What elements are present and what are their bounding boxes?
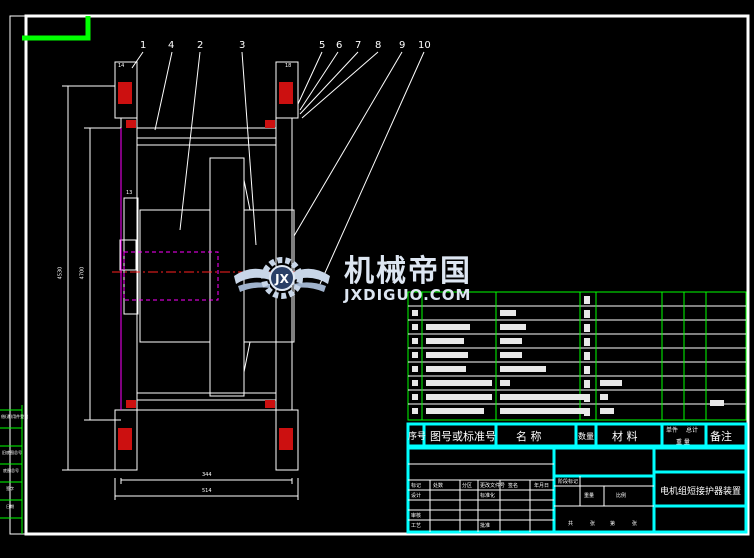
label-count: 处数: [433, 483, 444, 489]
header-material: 材 料: [612, 430, 638, 443]
gear-wings-icon: JX: [234, 257, 330, 299]
callout-1: 1: [140, 40, 147, 51]
parts-list: [407, 291, 747, 421]
side-label-5: 日期: [6, 504, 14, 509]
side-registration-column: [0, 405, 23, 534]
dim-left-mid: 13: [126, 190, 133, 196]
label-sign: 签名: [508, 483, 519, 489]
header-total: 总计: [686, 427, 699, 434]
title-block-grid: [408, 463, 654, 532]
watermark-en: JXDIGUO.COM: [344, 286, 472, 304]
side-label-4: 签字: [6, 486, 14, 491]
corner-marker: [22, 16, 91, 41]
label-scale: 比例: [616, 493, 627, 499]
label-weight: 重量: [584, 493, 595, 499]
label-review: 审核: [411, 513, 422, 519]
title-block-header-row: [406, 422, 748, 448]
label-sheet-unit-2: 张: [632, 521, 638, 527]
label-standard: 标准化: [480, 493, 496, 499]
callout-4: 4: [168, 40, 175, 51]
callout-3: 3: [239, 40, 246, 51]
label-sheet-no: 第: [610, 521, 616, 527]
callout-5: 5: [319, 40, 326, 51]
label-sheet-total: 共: [568, 521, 574, 527]
label-approve: 批准: [480, 523, 491, 529]
callout-2: 2: [197, 40, 204, 51]
label-sheet-unit-1: 张: [590, 521, 596, 527]
callout-9: 9: [399, 40, 406, 51]
side-label-2: 旧底图总号: [2, 450, 22, 455]
callout-10: 10: [418, 40, 431, 51]
label-stage: 阶段标记: [558, 479, 579, 485]
dim-bottom-inner: 344: [202, 472, 212, 478]
dim-bottom-outer: 514: [202, 488, 212, 494]
label-change-doc: 更改文件号: [480, 483, 506, 489]
side-label-3: 底图总号: [3, 468, 19, 473]
drawing-title: 电机组短接护器装置: [660, 487, 742, 497]
svg-text:JX: JX: [274, 272, 289, 286]
parts-list-entries: [412, 296, 724, 416]
dim-vertical-outer: 4530: [57, 266, 64, 280]
header-remark: 备注: [710, 430, 732, 443]
header-qty: 数量: [578, 432, 594, 441]
inner-frame: [24, 14, 750, 536]
header-name: 名 称: [516, 430, 542, 443]
label-mark: 标记: [411, 483, 422, 489]
header-drawing-no: 图号或标准号: [430, 430, 496, 443]
label-date: 年月日: [534, 483, 550, 489]
dim-top-left: 14: [118, 63, 125, 69]
center-lines: [112, 128, 300, 410]
callout-7: 7: [355, 40, 362, 51]
dim-top-right: 18: [285, 63, 292, 69]
callout-8: 8: [375, 40, 382, 51]
label-zone: 分区: [462, 483, 473, 489]
header-weight: 重 量: [676, 439, 690, 446]
watermark-cn: 机械帝国: [344, 254, 472, 289]
header-seq: 序号: [408, 432, 427, 442]
dim-vertical-inner: 4700: [79, 266, 86, 280]
watermark-logo: JX 机械帝国 JXDIGUO.COM: [232, 246, 524, 310]
header-unit: 单件: [666, 427, 679, 434]
label-design: 设计: [411, 493, 422, 499]
section-hatching: [118, 82, 293, 450]
label-process: 工艺: [411, 523, 422, 529]
callout-6: 6: [336, 40, 343, 51]
side-label-1: 借(通)用件登记: [1, 414, 29, 419]
